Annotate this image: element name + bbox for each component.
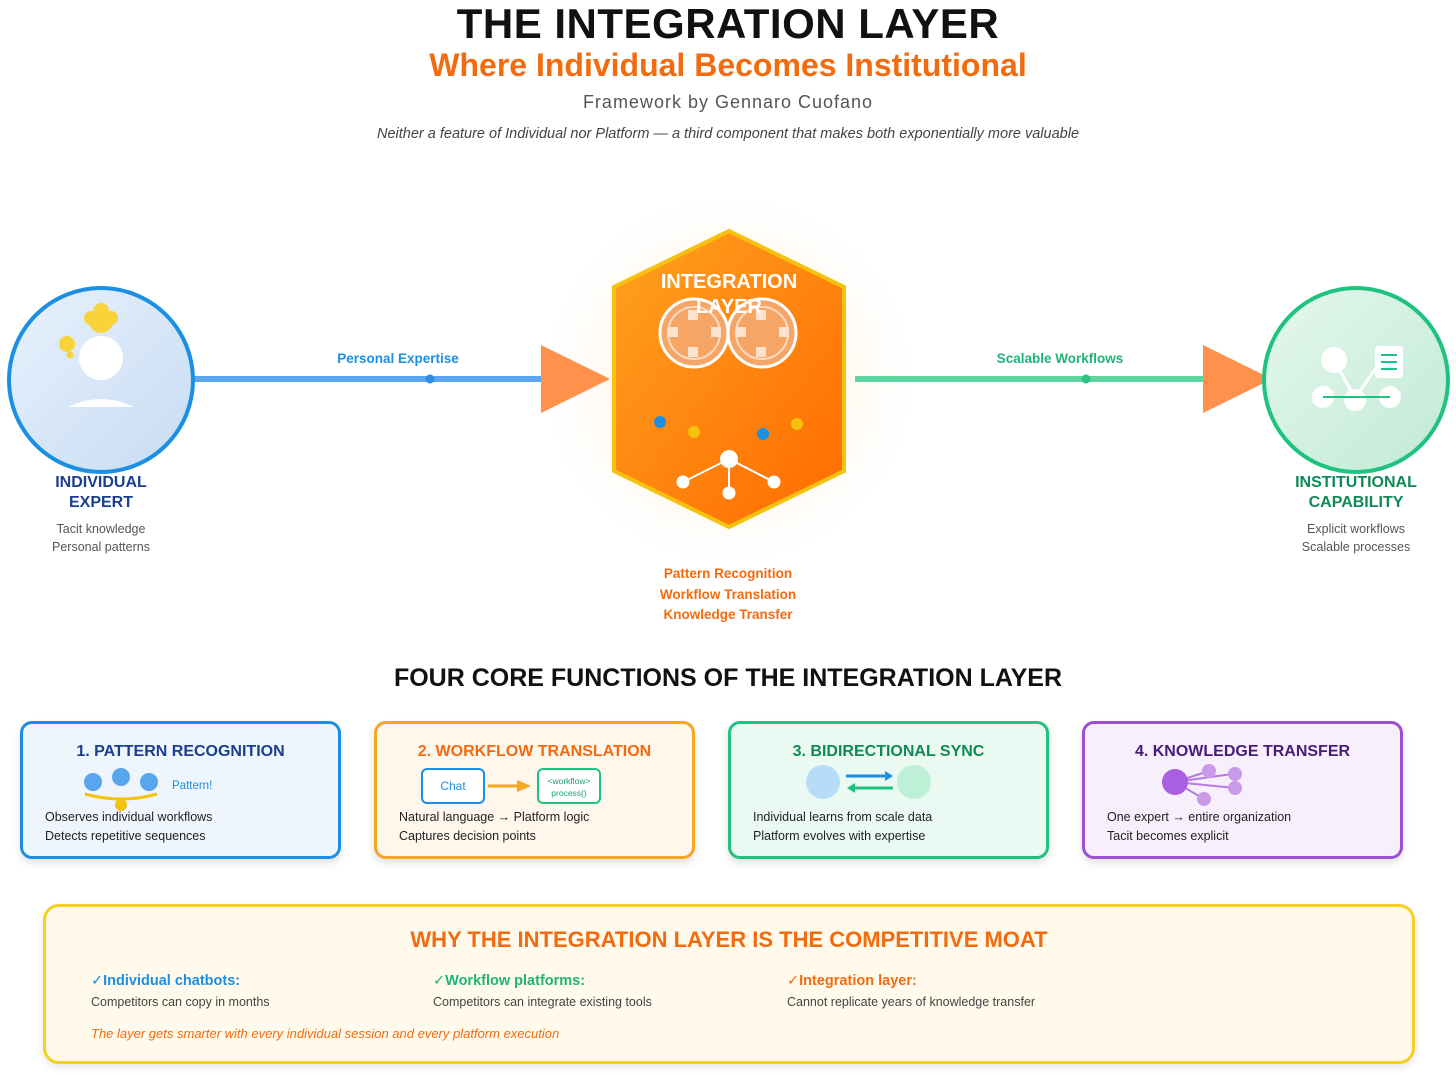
hex-description: Pattern Recognition Workflow Translation… — [0, 564, 1456, 626]
left-node-desc-line2: Personal patterns — [52, 540, 150, 554]
hex-desc-line2: Workflow Translation — [659, 586, 797, 602]
right-arrow-head — [1203, 345, 1272, 413]
hex-label-line2: LAYER — [696, 296, 763, 318]
card-pattern-recognition: 1. PATTERN RECOGNITION Pattern! Observes… — [20, 721, 341, 859]
pattern-dots-icon — [84, 768, 158, 811]
integration-diagram: INTEGRATION LAYER Personal Expertise Sca… — [7, 180, 1450, 580]
card-workflow-translation: 2. WORKFLOW TRANSLATION Chat <workflow> … — [374, 721, 695, 859]
card-line-2: Platform evolves with expertise — [753, 829, 926, 843]
hex-desc-line3: Knowledge Transfer — [663, 607, 793, 622]
card-line-2: Detects repetitive sequences — [45, 829, 206, 843]
right-node-label-line1: INSTITUTIONAL — [1295, 474, 1417, 491]
byline: Framework by Gennaro Cuofano — [582, 92, 874, 112]
institutional-capability-node — [1262, 286, 1450, 474]
moat-item-text: Competitors can integrate existing tools — [433, 995, 652, 1009]
left-node-label-line1: INDIVIDUAL — [55, 474, 147, 491]
moat-footer: The layer gets smarter with every indivi… — [91, 1026, 560, 1041]
page-title: THE INTEGRATION LAYER — [456, 0, 1000, 47]
moat-item-platforms: ✓Workflow platforms: Competitors can int… — [433, 973, 652, 1009]
card-title: 2. WORKFLOW TRANSLATION — [417, 743, 652, 760]
left-arrow-dot — [425, 374, 435, 384]
tagline: Neither a feature of Individual nor Plat… — [376, 126, 1080, 142]
moat-item-label: Individual chatbots: — [103, 973, 241, 989]
moat-item-chatbots: ✓Individual chatbots: Competitors can co… — [91, 973, 270, 1009]
left-node-label-line2: EXPERT — [68, 494, 133, 511]
left-arrow-head — [541, 345, 610, 413]
moat-title: WHY THE INTEGRATION LAYER IS THE COMPETI… — [410, 927, 1048, 952]
card-line-2: Captures decision points — [399, 829, 536, 843]
pattern-label: Pattern! — [172, 780, 213, 792]
functions-heading: FOUR CORE FUNCTIONS OF THE INTEGRATION L… — [393, 664, 1063, 692]
card-title: 1. PATTERN RECOGNITION — [76, 743, 285, 760]
moat-item-label: Integration layer: — [799, 973, 917, 989]
sync-arrows-icon — [806, 765, 931, 799]
card-line-1: Natural language → Platform logic — [399, 810, 590, 824]
card-title: 3. BIDIRECTIONAL SYNC — [792, 743, 985, 760]
right-arrow-dot — [1081, 374, 1091, 384]
translate-arrow-icon — [488, 780, 531, 792]
integration-layer-hexagon — [612, 228, 846, 530]
chat-label: Chat — [440, 779, 466, 793]
hex-label-line1: INTEGRATION — [661, 271, 797, 293]
right-node-label-line2: CAPABILITY — [1308, 494, 1404, 511]
card-bidirectional-sync: 3. BIDIRECTIONAL SYNC Individual learns … — [728, 721, 1049, 859]
card-line-1: One expert → entire organization — [1107, 810, 1292, 824]
card-line-2: Tacit becomes explicit — [1107, 829, 1229, 843]
right-node-desc-line2: Scalable processes — [1301, 540, 1411, 554]
right-node-desc-line1: Explicit workflows — [1307, 522, 1405, 536]
chat-box: Chat — [421, 768, 485, 804]
page-subtitle: Where Individual Becomes Institutional — [429, 47, 1027, 83]
moat-item-text: Cannot replicate years of knowledge tran… — [787, 995, 1036, 1009]
knowledge-spread-icon — [1162, 764, 1242, 806]
card-knowledge-transfer: 4. KNOWLEDGE TRANSFER One expert → entir… — [1082, 721, 1403, 859]
code-box: <workflow> process() — [537, 768, 601, 804]
competitive-moat-panel: WHY THE INTEGRATION LAYER IS THE COMPETI… — [43, 904, 1415, 1064]
moat-item-integration: ✓Integration layer: Cannot replicate yea… — [787, 973, 1035, 1009]
left-node-desc-line1: Tacit knowledge — [56, 522, 146, 536]
right-arrow-label: Scalable Workflows — [997, 351, 1124, 366]
code-line-2: process() — [551, 788, 587, 798]
code-line-1: <workflow> — [547, 776, 591, 786]
card-line-1: Observes individual workflows — [45, 810, 213, 824]
hex-desc-line1: Pattern Recognition — [663, 566, 793, 581]
check-icon: ✓ — [433, 973, 446, 989]
card-line-1: Individual learns from scale data — [753, 810, 933, 824]
check-icon: ✓ — [787, 973, 800, 989]
moat-item-label: Workflow platforms: — [445, 973, 586, 989]
left-arrow-label: Personal Expertise — [337, 351, 459, 366]
check-icon: ✓ — [91, 973, 104, 989]
individual-expert-node — [7, 286, 195, 474]
card-title: 4. KNOWLEDGE TRANSFER — [1134, 743, 1351, 760]
moat-item-text: Competitors can copy in months — [91, 995, 270, 1009]
